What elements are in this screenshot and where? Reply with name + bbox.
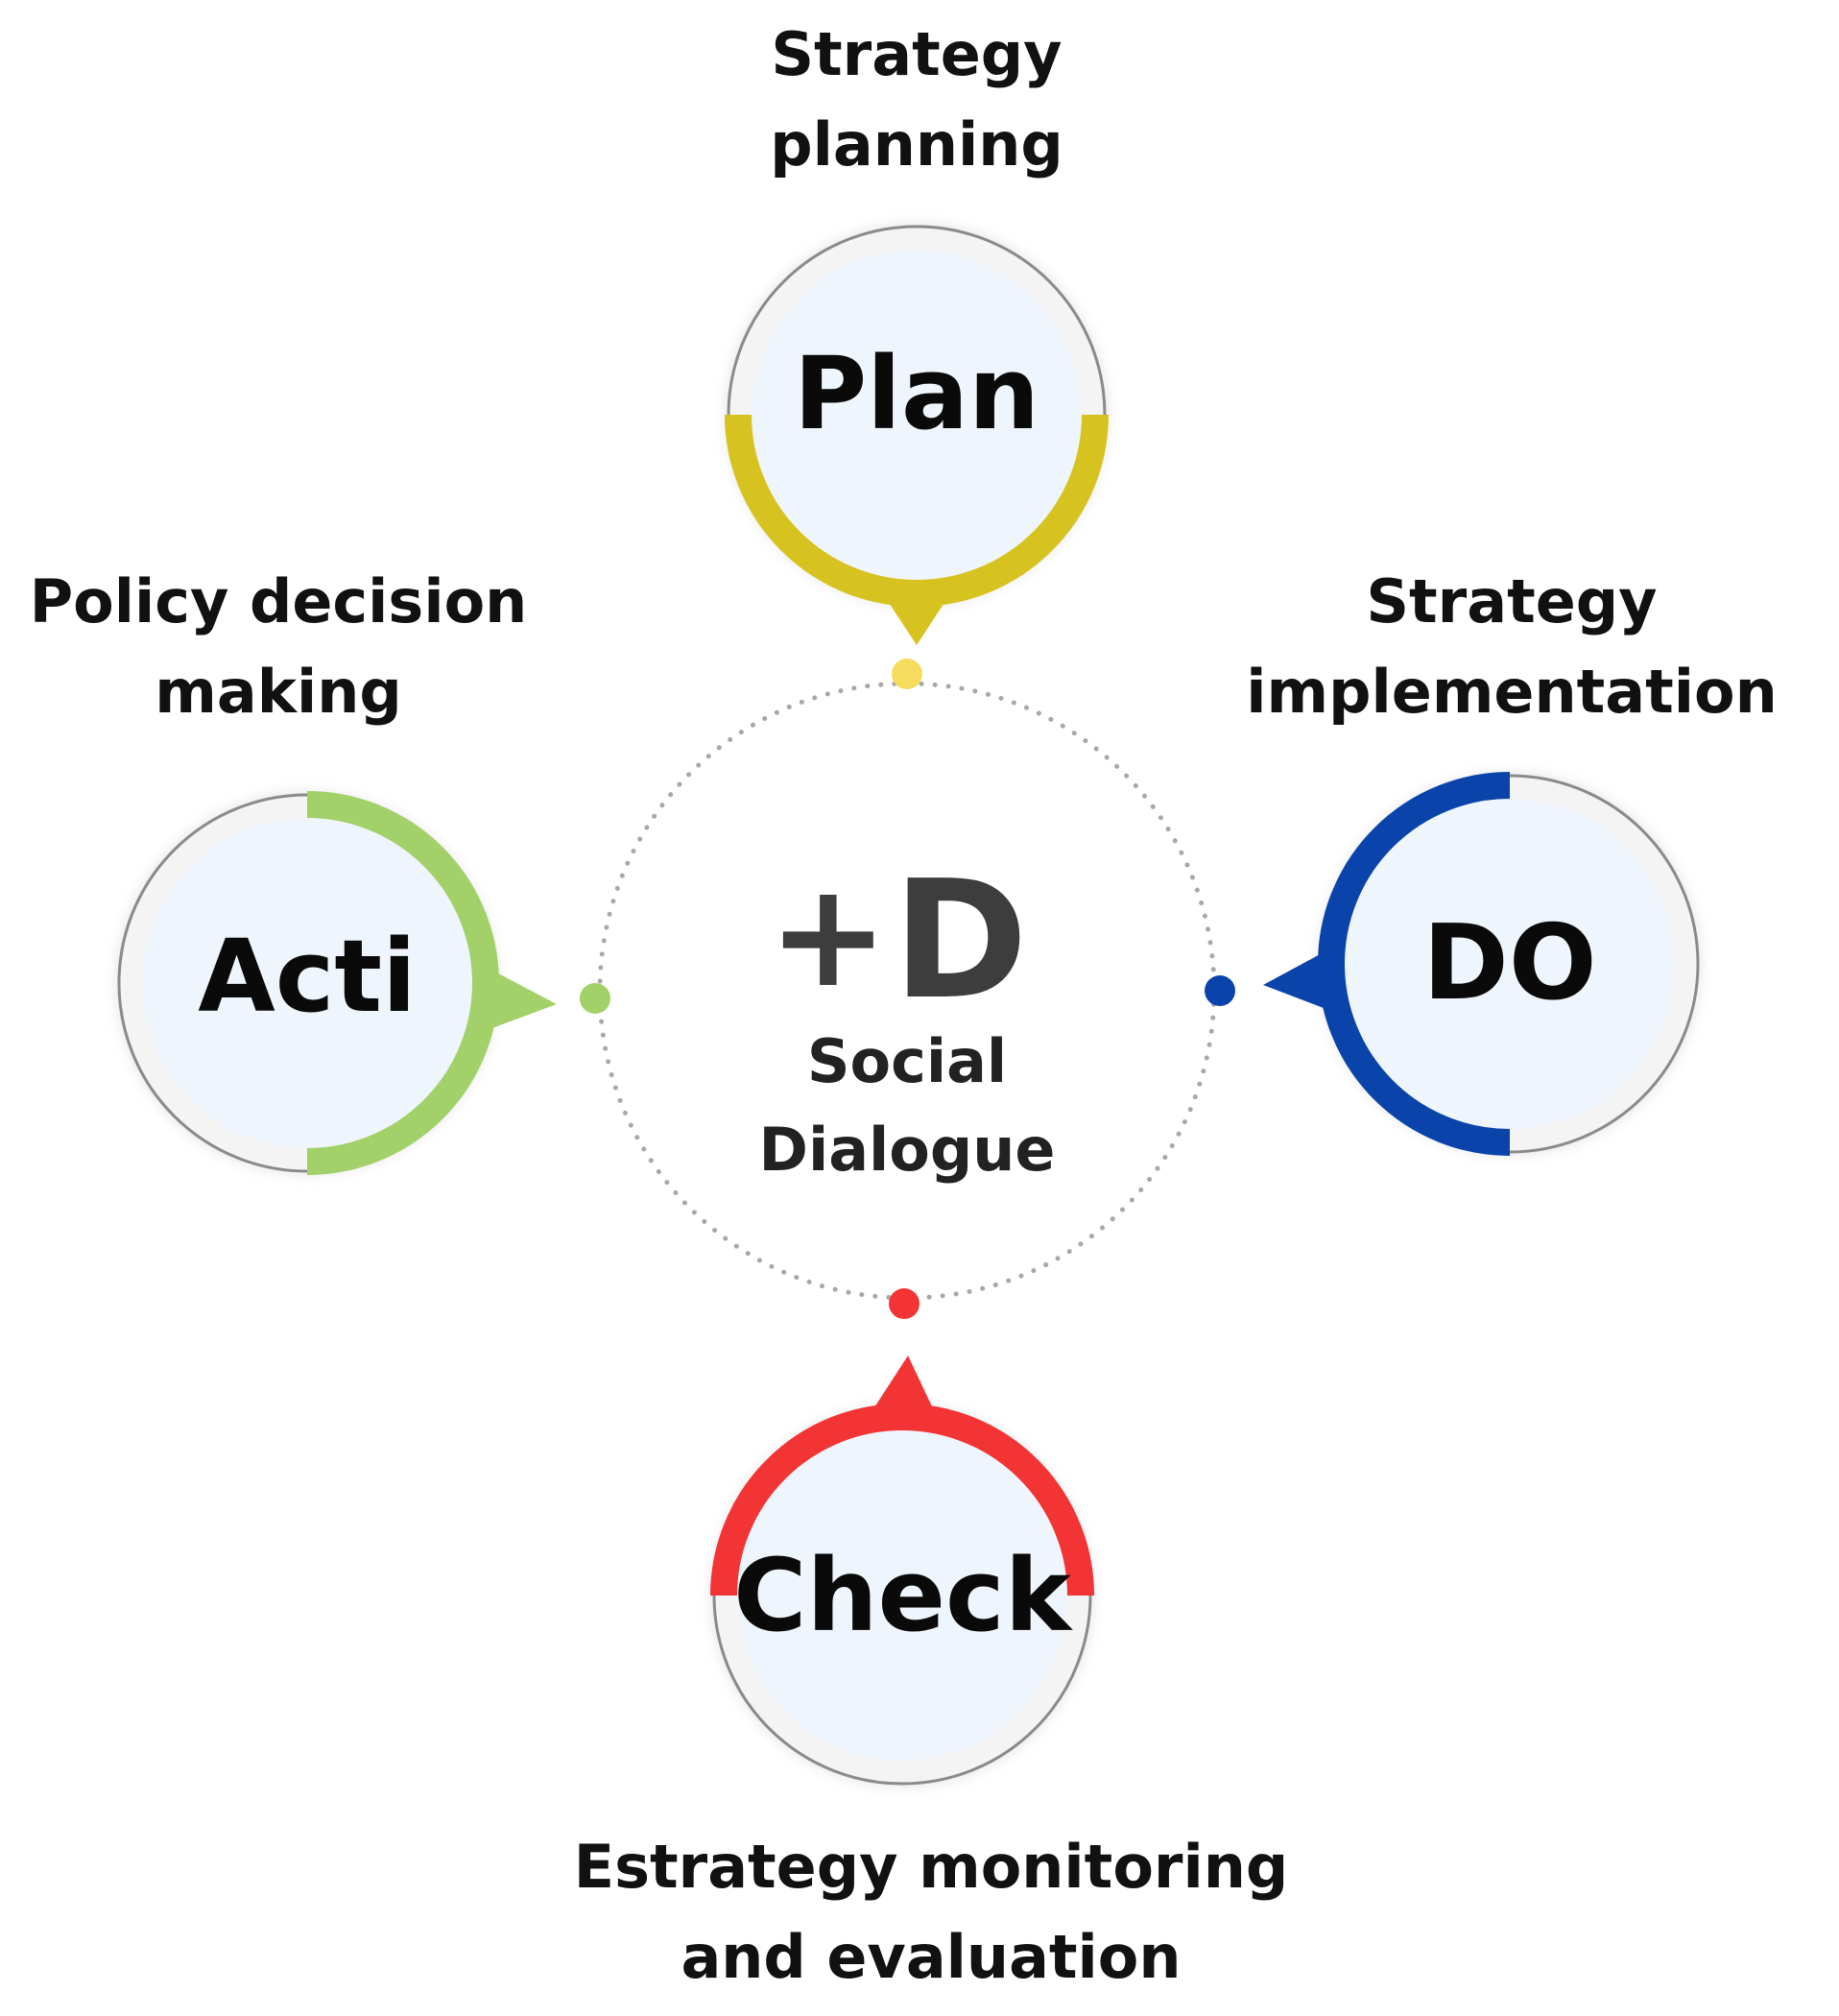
do-label: Strategy implementation bbox=[1190, 557, 1833, 737]
act-pointer bbox=[482, 965, 557, 1032]
center-caption-line1: Social bbox=[806, 1026, 1008, 1096]
center-plus-mark: + bbox=[768, 852, 889, 1020]
center-d-mark: D bbox=[893, 846, 1029, 1036]
do-label-line2: implementation bbox=[1246, 657, 1778, 727]
plan-pointer bbox=[880, 589, 953, 645]
plan-label-line2: planning bbox=[770, 109, 1063, 180]
check-pointer bbox=[866, 1356, 939, 1421]
act-label: Policy decision making bbox=[10, 557, 547, 737]
act-word: Acti bbox=[198, 918, 417, 1035]
center-caption: Social Dialogue bbox=[715, 1018, 1099, 1194]
act-node bbox=[115, 791, 557, 1175]
center-caption-line2: Dialogue bbox=[758, 1115, 1056, 1185]
do-pointer bbox=[1263, 946, 1336, 1013]
check-label: Estrategy monitoring and evaluation bbox=[513, 1822, 1349, 2003]
plan-word: Plan bbox=[793, 335, 1040, 452]
check-label-line1: Estrategy monitoring bbox=[573, 1832, 1289, 1902]
plan-label-line1: Strategy bbox=[771, 19, 1063, 89]
check-node bbox=[710, 1356, 1094, 1788]
act-label-line1: Policy decision bbox=[29, 566, 528, 636]
plan-label: Strategy planning bbox=[629, 10, 1205, 190]
plan-node bbox=[725, 223, 1109, 645]
do-word: DO bbox=[1422, 903, 1597, 1023]
do-node bbox=[1263, 772, 1702, 1156]
act-label-line2: making bbox=[155, 657, 402, 727]
check-connector-dot bbox=[889, 1288, 920, 1319]
plan-connector-dot bbox=[892, 659, 922, 689]
act-connector-dot bbox=[580, 983, 610, 1014]
do-label-line1: Strategy bbox=[1366, 566, 1658, 636]
do-connector-dot bbox=[1205, 975, 1235, 1006]
check-label-line2: and evaluation bbox=[681, 1922, 1182, 1992]
check-word: Check bbox=[733, 1537, 1071, 1654]
